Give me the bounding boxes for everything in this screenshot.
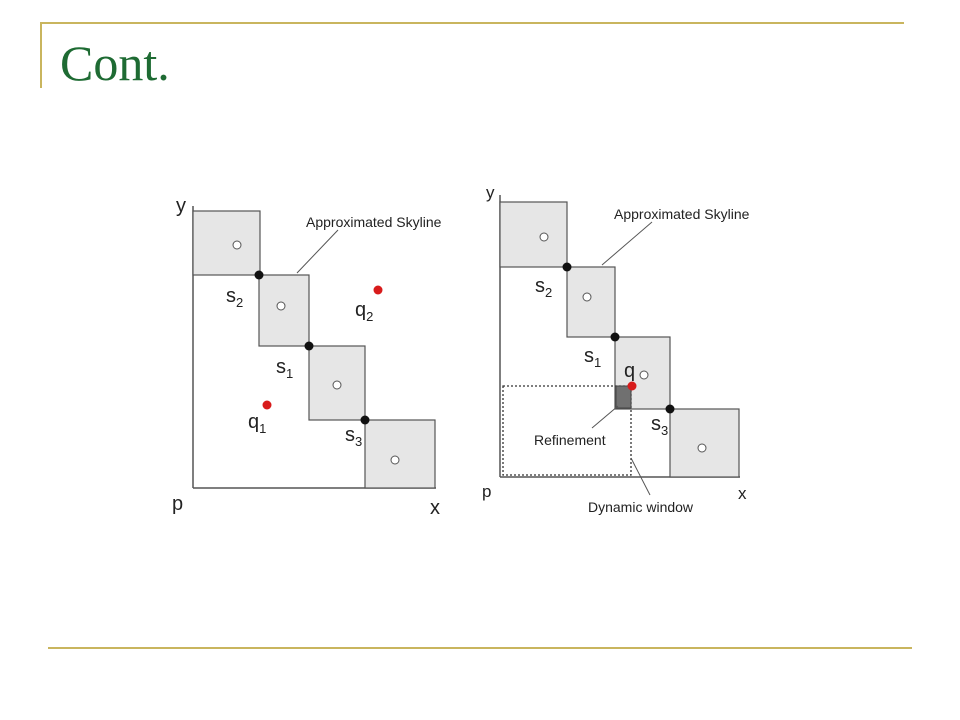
left-skyline-point-s3 [360,415,370,425]
right-annotation-approx-skyline: Approximated Skyline [614,206,750,222]
right-hollow-point-4 [697,443,707,453]
right-annotation-dynamic-window: Dynamic window [588,499,694,515]
left-box-1 [192,210,261,276]
right-label-s2: s2 [535,275,552,300]
left-label-s3: s3 [345,424,362,449]
left-hollow-point-1 [232,240,242,250]
right-x-axis-label: x [738,484,747,503]
left-label-q2: q2 [355,299,373,324]
left-box-3 [308,345,366,421]
right-figure: y x p s2 s1 s3 q Approximated Skyline R [482,183,750,515]
right-query-point-q [627,381,637,391]
left-label-s1: s1 [276,356,293,381]
left-skyline-point-s2 [254,270,264,280]
left-annotation-leader [296,229,339,274]
left-label-q1: q1 [248,411,266,436]
right-skyline-point-s2 [562,262,572,272]
right-box-2 [566,266,616,338]
right-hollow-point-3 [639,370,649,380]
left-hollow-point-4 [390,455,400,465]
left-hollow-point-3 [332,380,342,390]
left-hollow-point-2 [276,301,286,311]
right-annotation-leader [601,221,653,266]
right-origin-label: p [482,482,491,501]
left-box-4 [364,419,436,489]
right-skyline-point-s1 [610,332,620,342]
right-hollow-point-1 [539,232,549,242]
bottom-rule [48,647,912,649]
left-box-2 [258,274,310,347]
right-box-4 [669,408,740,478]
left-query-point-q2 [373,285,383,295]
right-box-1 [499,201,568,268]
left-origin-label: p [172,493,183,515]
right-refinement-region [615,385,632,409]
right-label-s3: s3 [651,413,668,438]
right-skyline-point-s3 [665,404,675,414]
left-label-s2: s2 [226,285,243,310]
right-hollow-point-2 [582,292,592,302]
right-dynamic-window [502,385,632,476]
left-rule [40,22,42,88]
left-y-axis-label: y [176,195,186,217]
slide-title: Cont. [60,35,170,91]
left-query-point-q1 [262,400,272,410]
right-y-axis-label: y [486,183,495,202]
right-label-s1: s1 [584,345,601,370]
right-dynamic-window-leader [630,457,651,496]
left-skyline-point-s1 [304,341,314,351]
right-refinement-leader [591,405,619,429]
right-annotation-refinement: Refinement [534,432,606,448]
left-figure: y x p s2 s1 s3 q2 q1 Approximated Skylin… [172,195,442,519]
left-x-axis-label: x [430,497,440,519]
right-label-q: q [624,360,635,382]
left-annotation-approx-skyline: Approximated Skyline [306,214,442,230]
top-rule [40,22,904,24]
